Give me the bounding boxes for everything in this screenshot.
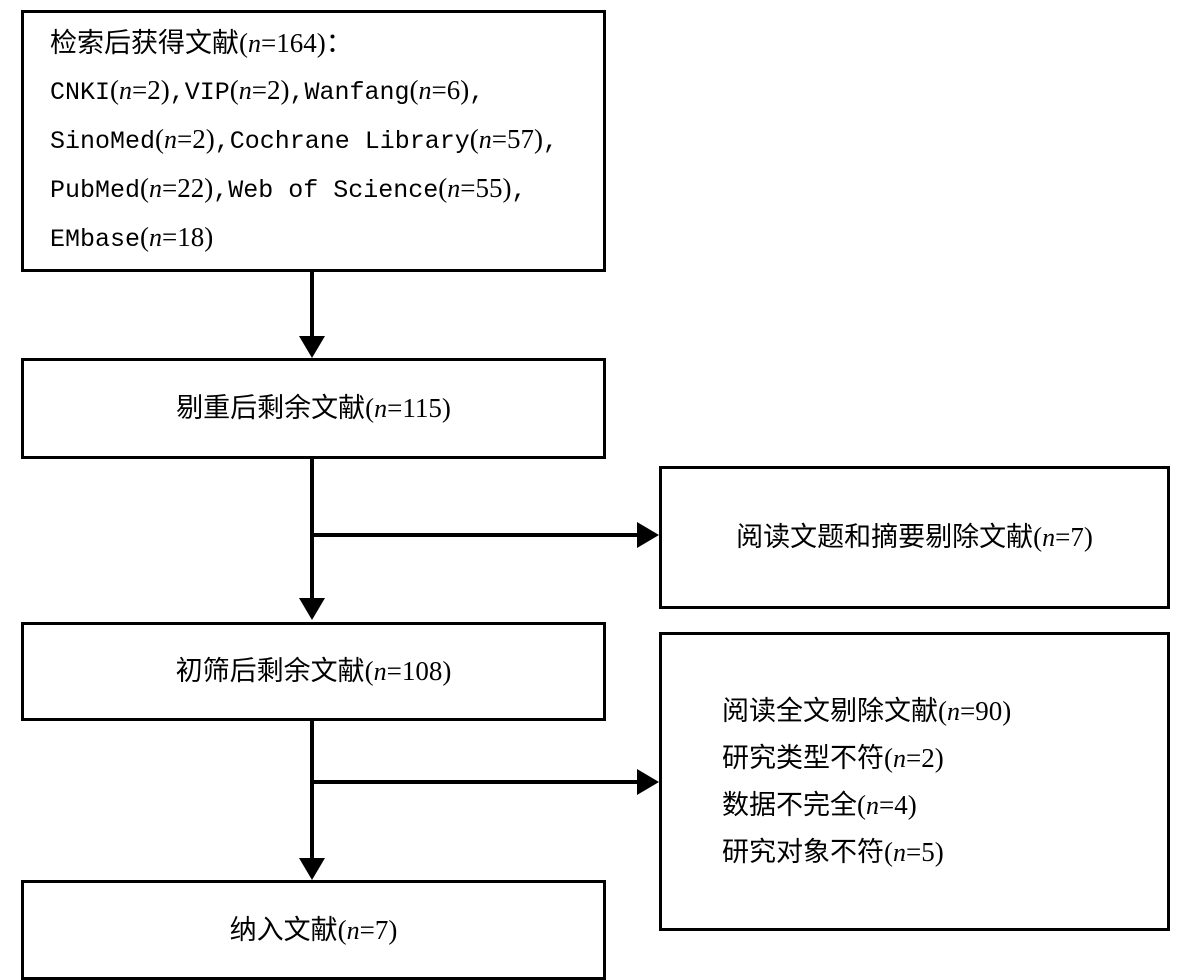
records-after-duplicates-removed-label: 剔重后剩余文献(n=115): [176, 393, 451, 423]
arrow-dedup-to-screen-head: [299, 598, 325, 620]
excluded-fulltext-line-1: 阅读全文剔除文献(n=90): [722, 695, 1012, 726]
studies-included-label: 纳入文献(n=7): [229, 914, 398, 945]
records-after-screening-label: 初筛后剩余文献(n=108): [175, 656, 452, 686]
arrow-screen-to-excluded-fulltext-head: [637, 769, 659, 795]
records-after-title-abstract-screening-box: 初筛后剩余文献(n=108): [21, 622, 606, 721]
records-identified-box: 检索后获得文献(n=164)： CNKI(n=2),VIP(n=2),Wanfa…: [21, 10, 606, 272]
connector-screen-to-included-line: [310, 721, 314, 861]
records-after-duplicates-removed-box: 剔重后剩余文献(n=115): [21, 358, 606, 459]
records-identified-line-5: EMbase(n=18): [50, 221, 214, 254]
connector-search-to-dedup-line: [310, 272, 314, 338]
studies-included-box: 纳入文献(n=7): [21, 880, 606, 980]
records-identified-line-1: 检索后获得文献(n=164)：: [50, 27, 353, 58]
excluded-fulltext-line-3: 数据不完全(n=4): [722, 789, 917, 820]
arrow-search-to-dedup-head: [299, 336, 325, 358]
excluded-after-title-abstract-box: 阅读文题和摘要剔除文献(n=7): [659, 466, 1170, 609]
records-identified-line-4: PubMed(n=22),Web of Science(n=55),: [50, 172, 527, 205]
excluded-after-fulltext-box: 阅读全文剔除文献(n=90) 研究类型不符(n=2) 数据不完全(n=4) 研究…: [659, 632, 1170, 931]
connector-dedup-to-excluded-title-abstract-line: [312, 533, 638, 537]
excluded-after-title-abstract-label: 阅读文题和摘要剔除文献(n=7): [736, 522, 1093, 552]
arrow-screen-to-included-head: [299, 858, 325, 880]
records-identified-line-3: SinoMed(n=2),Cochrane Library(n=57),: [50, 123, 559, 156]
connector-screen-to-excluded-fulltext-line: [312, 780, 638, 784]
excluded-fulltext-line-2: 研究类型不符(n=2): [722, 742, 944, 773]
records-identified-line-2: CNKI(n=2),VIP(n=2),Wanfang(n=6),: [50, 74, 485, 107]
arrow-dedup-to-excluded-title-abstract-head: [637, 522, 659, 548]
excluded-fulltext-line-4: 研究对象不符(n=5): [722, 836, 944, 867]
connector-dedup-to-screen-line: [310, 459, 314, 600]
